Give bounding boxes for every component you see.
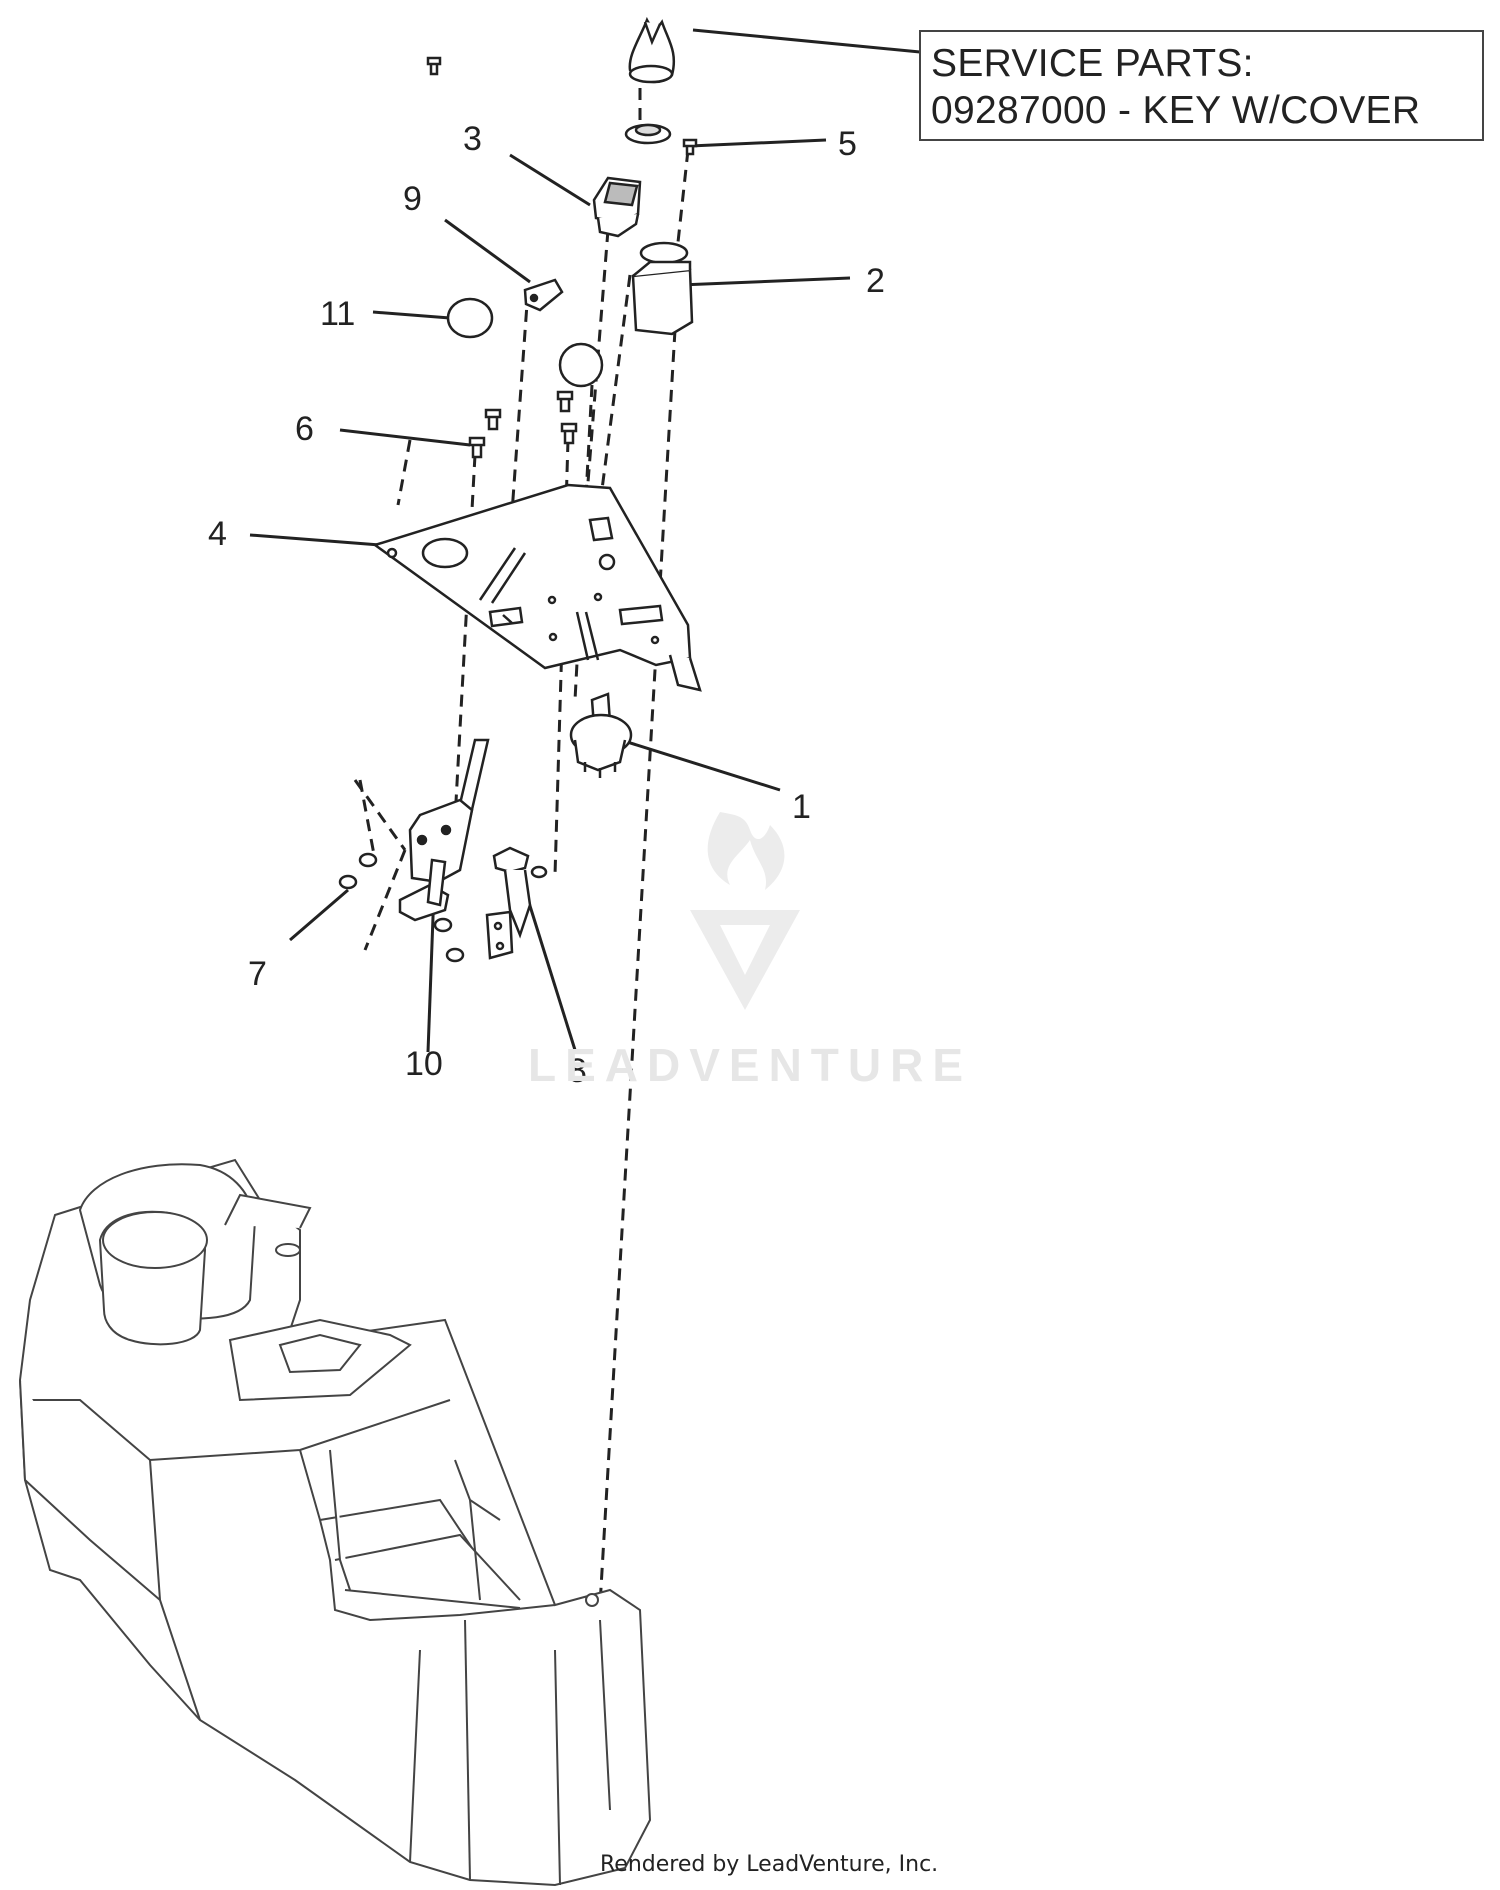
callout-6: 6	[295, 410, 314, 448]
key-part	[628, 16, 676, 84]
switch-part-2	[631, 241, 694, 336]
watermark-text: LEADVENTURE	[527, 1039, 973, 1091]
footer-credit: Rendered by LeadVenture, Inc.	[600, 1852, 939, 1877]
callout-10: 10	[405, 1045, 443, 1083]
switch-part-3	[592, 176, 642, 238]
key-cover-grommet	[624, 123, 672, 145]
key-switch-part-1	[569, 692, 633, 778]
callout-5: 5	[838, 125, 857, 163]
callout-7: 7	[248, 955, 267, 993]
screws	[426, 56, 698, 459]
nuts	[338, 852, 465, 963]
callout-numbers: 1 2 3 4 5 6 7 8 9 10 11	[208, 120, 885, 1090]
callout-4: 4	[208, 515, 227, 553]
service-parts-box: SERVICE PARTS: 09287000 - KEY W/COVER	[919, 30, 1484, 141]
callout-8: 8	[568, 1052, 587, 1090]
callout-3: 3	[463, 120, 482, 158]
lever-part-10	[398, 738, 490, 922]
plug-part-11	[446, 297, 494, 339]
watermark-logo	[690, 812, 800, 1010]
console-housing	[18, 1158, 652, 1887]
callout-1: 1	[792, 788, 811, 826]
ball-plug	[558, 342, 604, 388]
callout-2: 2	[866, 262, 885, 300]
leader-lines	[249, 28, 921, 1053]
clip-part-9	[523, 278, 564, 312]
callout-11: 11	[320, 295, 355, 333]
bracket-part-4	[372, 483, 702, 692]
service-parts-title: SERVICE PARTS:	[931, 42, 1254, 85]
switch-bracket-part-8	[485, 846, 548, 960]
service-parts-item: 09287000 - KEY W/COVER	[931, 89, 1421, 132]
callout-9: 9	[403, 180, 422, 218]
